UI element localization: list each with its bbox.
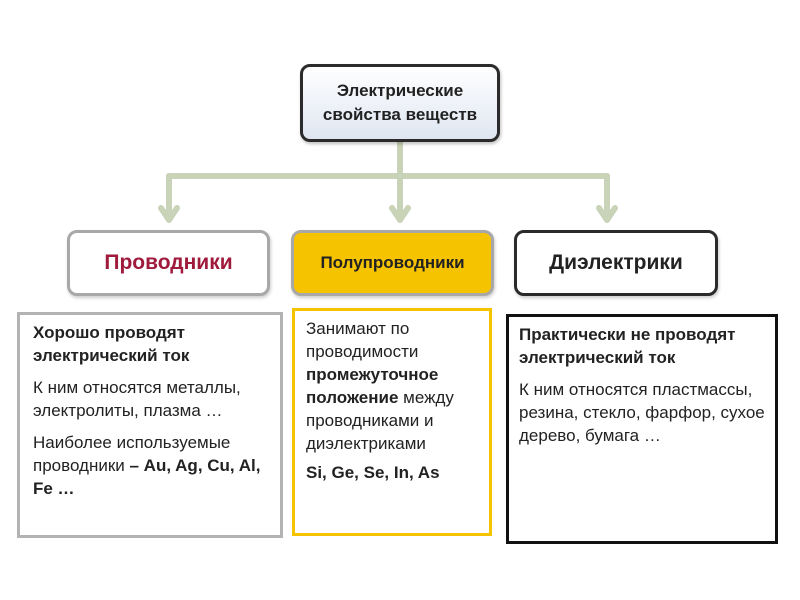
category-semiconductors-label: Полупроводники [320, 253, 465, 272]
arrowhead-center [389, 205, 411, 223]
conductors-examples-prefix: Наиболее используемые проводники [33, 433, 231, 475]
root-node-electrical-properties: Электрические свойства веществ [300, 64, 500, 142]
semiconductors-position-prefix: Занимают по проводимости [306, 319, 419, 361]
category-dielectrics: Диэлектрики [514, 230, 718, 296]
semiconductors-description: Занимают по проводимости промежуточное п… [292, 308, 492, 536]
category-conductors: Проводники [67, 230, 270, 296]
dielectrics-members: К ним относятся пластмассы, резина, стек… [519, 380, 765, 445]
semiconductors-position-bold: промежуточное положение [306, 365, 439, 407]
category-dielectrics-label: Диэлектрики [549, 251, 683, 274]
conductors-description: Хорошо проводят электрический ток К ним … [17, 312, 283, 538]
dielectrics-property: Практически не проводят электрический то… [519, 325, 736, 367]
conductors-examples: Наиболее используемые проводники – Au, A… [33, 431, 272, 500]
dielectrics-description: Практически не проводят электрический то… [506, 314, 778, 544]
semiconductors-position-suffix: между проводниками и диэлектриками [306, 388, 454, 453]
semiconductors-position: Занимают по проводимости промежуточное п… [306, 317, 481, 455]
arrowhead-left [158, 205, 180, 223]
category-semiconductors: Полупроводники [291, 230, 494, 296]
root-node-title: Электрические свойства веществ [322, 81, 478, 124]
semiconductors-elements: Si, Ge, Se, In, As [306, 463, 440, 482]
arrowhead-right [596, 205, 618, 223]
conductors-examples-metals: – Au, Ag, Cu, Al, Fe … [33, 456, 261, 498]
conductors-property: Хорошо проводят электрический ток [33, 323, 190, 365]
category-conductors-label: Проводники [104, 251, 233, 274]
conductors-members: К ним относятся металлы, электролиты, пл… [33, 378, 241, 420]
